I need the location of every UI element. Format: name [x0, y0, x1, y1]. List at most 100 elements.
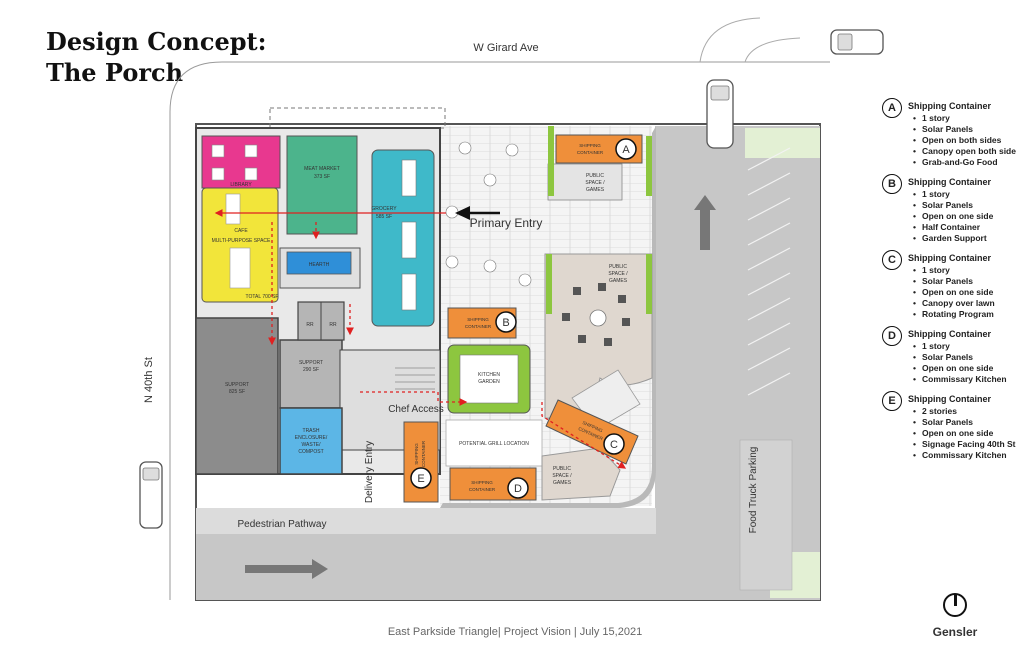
- pedestrian-pathway-label: Pedestrian Pathway: [238, 519, 327, 530]
- lounge-chairs: [562, 283, 630, 346]
- legend-letter-b: B: [882, 174, 902, 194]
- trash-enclosure: [279, 407, 343, 475]
- fire-pit: [589, 309, 607, 327]
- legend-title: Shipping Container: [908, 329, 991, 339]
- label-container-e: SHIPPING: [414, 443, 419, 465]
- label-kitchen-garden: GARDEN: [478, 379, 500, 385]
- container-c-marker: C: [603, 433, 625, 455]
- label-cafe: CAFE: [234, 228, 248, 234]
- legend-feature: Open on one side: [913, 363, 1028, 374]
- container-e: [403, 421, 439, 503]
- legend-feature: 1 story: [913, 341, 1028, 352]
- label-support-2: SUPPORT: [299, 360, 323, 366]
- street-label-40th: N 40th St: [143, 357, 155, 403]
- container-d-marker: D: [507, 477, 529, 499]
- svg-text:C: C: [610, 439, 618, 451]
- legend-title: Shipping Container: [908, 101, 991, 111]
- garden-bed: [459, 354, 519, 404]
- legend-feature: Open on both sides: [913, 135, 1028, 146]
- north-arrow-road: [694, 195, 716, 250]
- label-trash: ENCLOSURE/: [295, 435, 328, 441]
- legend-feature: 1 story: [913, 265, 1028, 276]
- legend-feature: Rotating Program: [913, 309, 1028, 320]
- multipurpose-table: [229, 247, 251, 289]
- label-support-1: SUPPORT: [225, 382, 249, 388]
- legend-feature: Solar Panels: [913, 200, 1028, 211]
- label-grill: POTENTIAL GRILL LOCATION: [459, 441, 529, 447]
- legend-title: Shipping Container: [908, 253, 991, 263]
- legend-letter-a: A: [882, 98, 902, 118]
- label-public-1: SPACE /: [585, 180, 605, 186]
- legend-feature: Grab-and-Go Food: [913, 157, 1028, 168]
- drive-curb-line-2: [744, 37, 801, 63]
- container-e-marker: E: [410, 467, 432, 489]
- label-multipurpose: MULTI-PURPOSE SPACE: [212, 238, 271, 244]
- library-tables: [211, 144, 258, 181]
- logo-text: Gensler: [932, 625, 978, 639]
- legend-feature: Canopy open both side: [913, 146, 1028, 157]
- label-public-2: SPACE /: [608, 271, 628, 277]
- grocery-shelves: [401, 159, 417, 311]
- circulation-arrows: [214, 209, 627, 469]
- legend-feature: Open on one side: [913, 287, 1028, 298]
- legend-feature: Solar Panels: [913, 352, 1028, 363]
- car-icon: [830, 29, 884, 55]
- food-truck-parking-label: Food Truck Parking: [748, 447, 759, 534]
- label-public-3: GAMES: [553, 480, 572, 486]
- label-public-2: PUBLIC: [609, 264, 627, 270]
- footer-text: East Parkside Triangle| Project Vision |…: [387, 626, 643, 638]
- gensler-logo: Gensler: [925, 592, 985, 639]
- legend-item-b: B Shipping Container 1 storySolar PanelsOp…: [880, 174, 1028, 244]
- hearth-fire: [286, 251, 352, 275]
- container-a-marker: A: [615, 138, 637, 160]
- drive-curb-line: [699, 17, 761, 63]
- label-trash: TRASH: [303, 428, 320, 434]
- title-line-2: The Porch: [46, 58, 184, 87]
- legend-feature-list: 1 storySolar PanelsOpen on one sideCanop…: [908, 265, 1028, 320]
- label-trash: WASTE/: [302, 442, 322, 448]
- legend-letter-e: E: [882, 391, 902, 411]
- chef-access-label: Chef Access: [388, 404, 444, 415]
- public-space-south: [541, 447, 621, 501]
- meat-market-room: [286, 135, 358, 235]
- legend-title: Shipping Container: [908, 394, 991, 404]
- plaza-seating: [445, 141, 532, 287]
- planter-strip: [546, 254, 552, 314]
- label-container-b: SHIPPING: [467, 317, 489, 322]
- label-rr-2: RR: [329, 322, 337, 328]
- label-container-d: SHIPPING: [471, 480, 493, 485]
- legend-item-a: A Shipping Container 1 storySolar PanelsOp…: [880, 98, 1028, 168]
- legend-feature: 1 story: [913, 113, 1028, 124]
- legend-feature-list: 1 storySolar PanelsOpen on both sidesCan…: [908, 113, 1028, 168]
- legend-feature: Commissary Kitchen: [913, 450, 1028, 461]
- label-container-b: CONTAINER: [465, 324, 492, 329]
- legend-feature: Open on one side: [913, 211, 1028, 222]
- planter-strip: [548, 126, 554, 196]
- container-b-marker: B: [495, 311, 517, 333]
- legend-feature: Half Container: [913, 222, 1028, 233]
- label-grocery-sf: 585 SF: [376, 214, 392, 220]
- label-container-e: CONTAINER: [421, 440, 426, 467]
- food-truck-lane: [739, 439, 793, 591]
- label-container-a: CONTAINER: [577, 150, 604, 155]
- label-meat-market-sf: 373 SF: [314, 174, 330, 180]
- label-public-1: PUBLIC: [586, 173, 604, 179]
- primary-entry-label: Primary Entry: [470, 216, 543, 230]
- label-public-2: GAMES: [609, 278, 628, 284]
- food-truck-road: [655, 126, 820, 600]
- legend-feature: Signage Facing 40th St: [913, 439, 1028, 450]
- legend-title: Shipping Container: [908, 177, 991, 187]
- legend-feature: Open on one side: [913, 428, 1028, 439]
- east-arrow-road: [245, 559, 328, 579]
- label-library: LIBRARY: [230, 182, 252, 188]
- label-container-d: CONTAINER: [469, 487, 496, 492]
- legend-feature: 1 story: [913, 189, 1028, 200]
- svg-text:E: E: [417, 473, 424, 485]
- parking-stripes: [747, 147, 791, 396]
- title-line-1: Design Concept:: [46, 27, 267, 56]
- lawn-strip-north: [745, 128, 820, 158]
- label-multipurpose-total: TOTAL 700 SF: [246, 294, 279, 300]
